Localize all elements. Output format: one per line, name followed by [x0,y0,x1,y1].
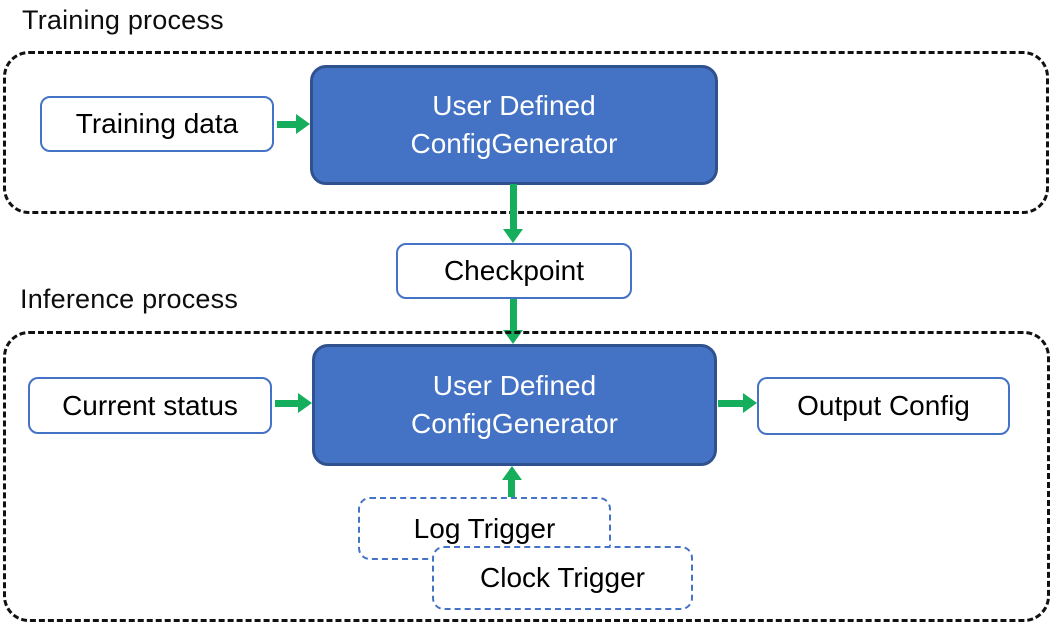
training-process-label: Training process [22,5,224,35]
arrow-current-status-to-generator [275,400,298,407]
arrow-checkpoint-to-generator [510,299,517,330]
arrow-trigger-to-generator-head [502,466,522,480]
clock-trigger-box: Clock Trigger [432,546,693,610]
current-status-box: Current status [28,377,272,434]
inference-generator-line2: ConfigGenerator [410,408,618,439]
arrow-training-data-to-generator [277,121,298,128]
training-data-box: Training data [40,96,274,152]
arrow-current-status-to-generator-head [298,393,312,413]
arrow-generator-to-checkpoint-head [503,229,523,243]
inference-process-container [3,331,1050,622]
inference-generator-line1: User Defined [432,370,597,401]
arrow-generator-to-checkpoint [510,184,517,229]
checkpoint-box: Checkpoint [396,243,632,299]
arrow-training-data-to-generator-head [296,114,310,134]
arrow-trigger-to-generator [508,479,515,497]
training-generator-box: User Defined ConfigGenerator [310,65,718,185]
training-generator-line2: ConfigGenerator [410,128,618,159]
arrow-generator-to-output [718,400,743,407]
output-config-box: Output Config [757,377,1010,435]
arrow-generator-to-output-head [743,393,757,413]
inference-process-label: Inference process [20,284,239,314]
inference-generator-box: User Defined ConfigGenerator [312,344,717,466]
training-generator-line1: User Defined [432,90,596,121]
training-process-container [3,51,1049,214]
